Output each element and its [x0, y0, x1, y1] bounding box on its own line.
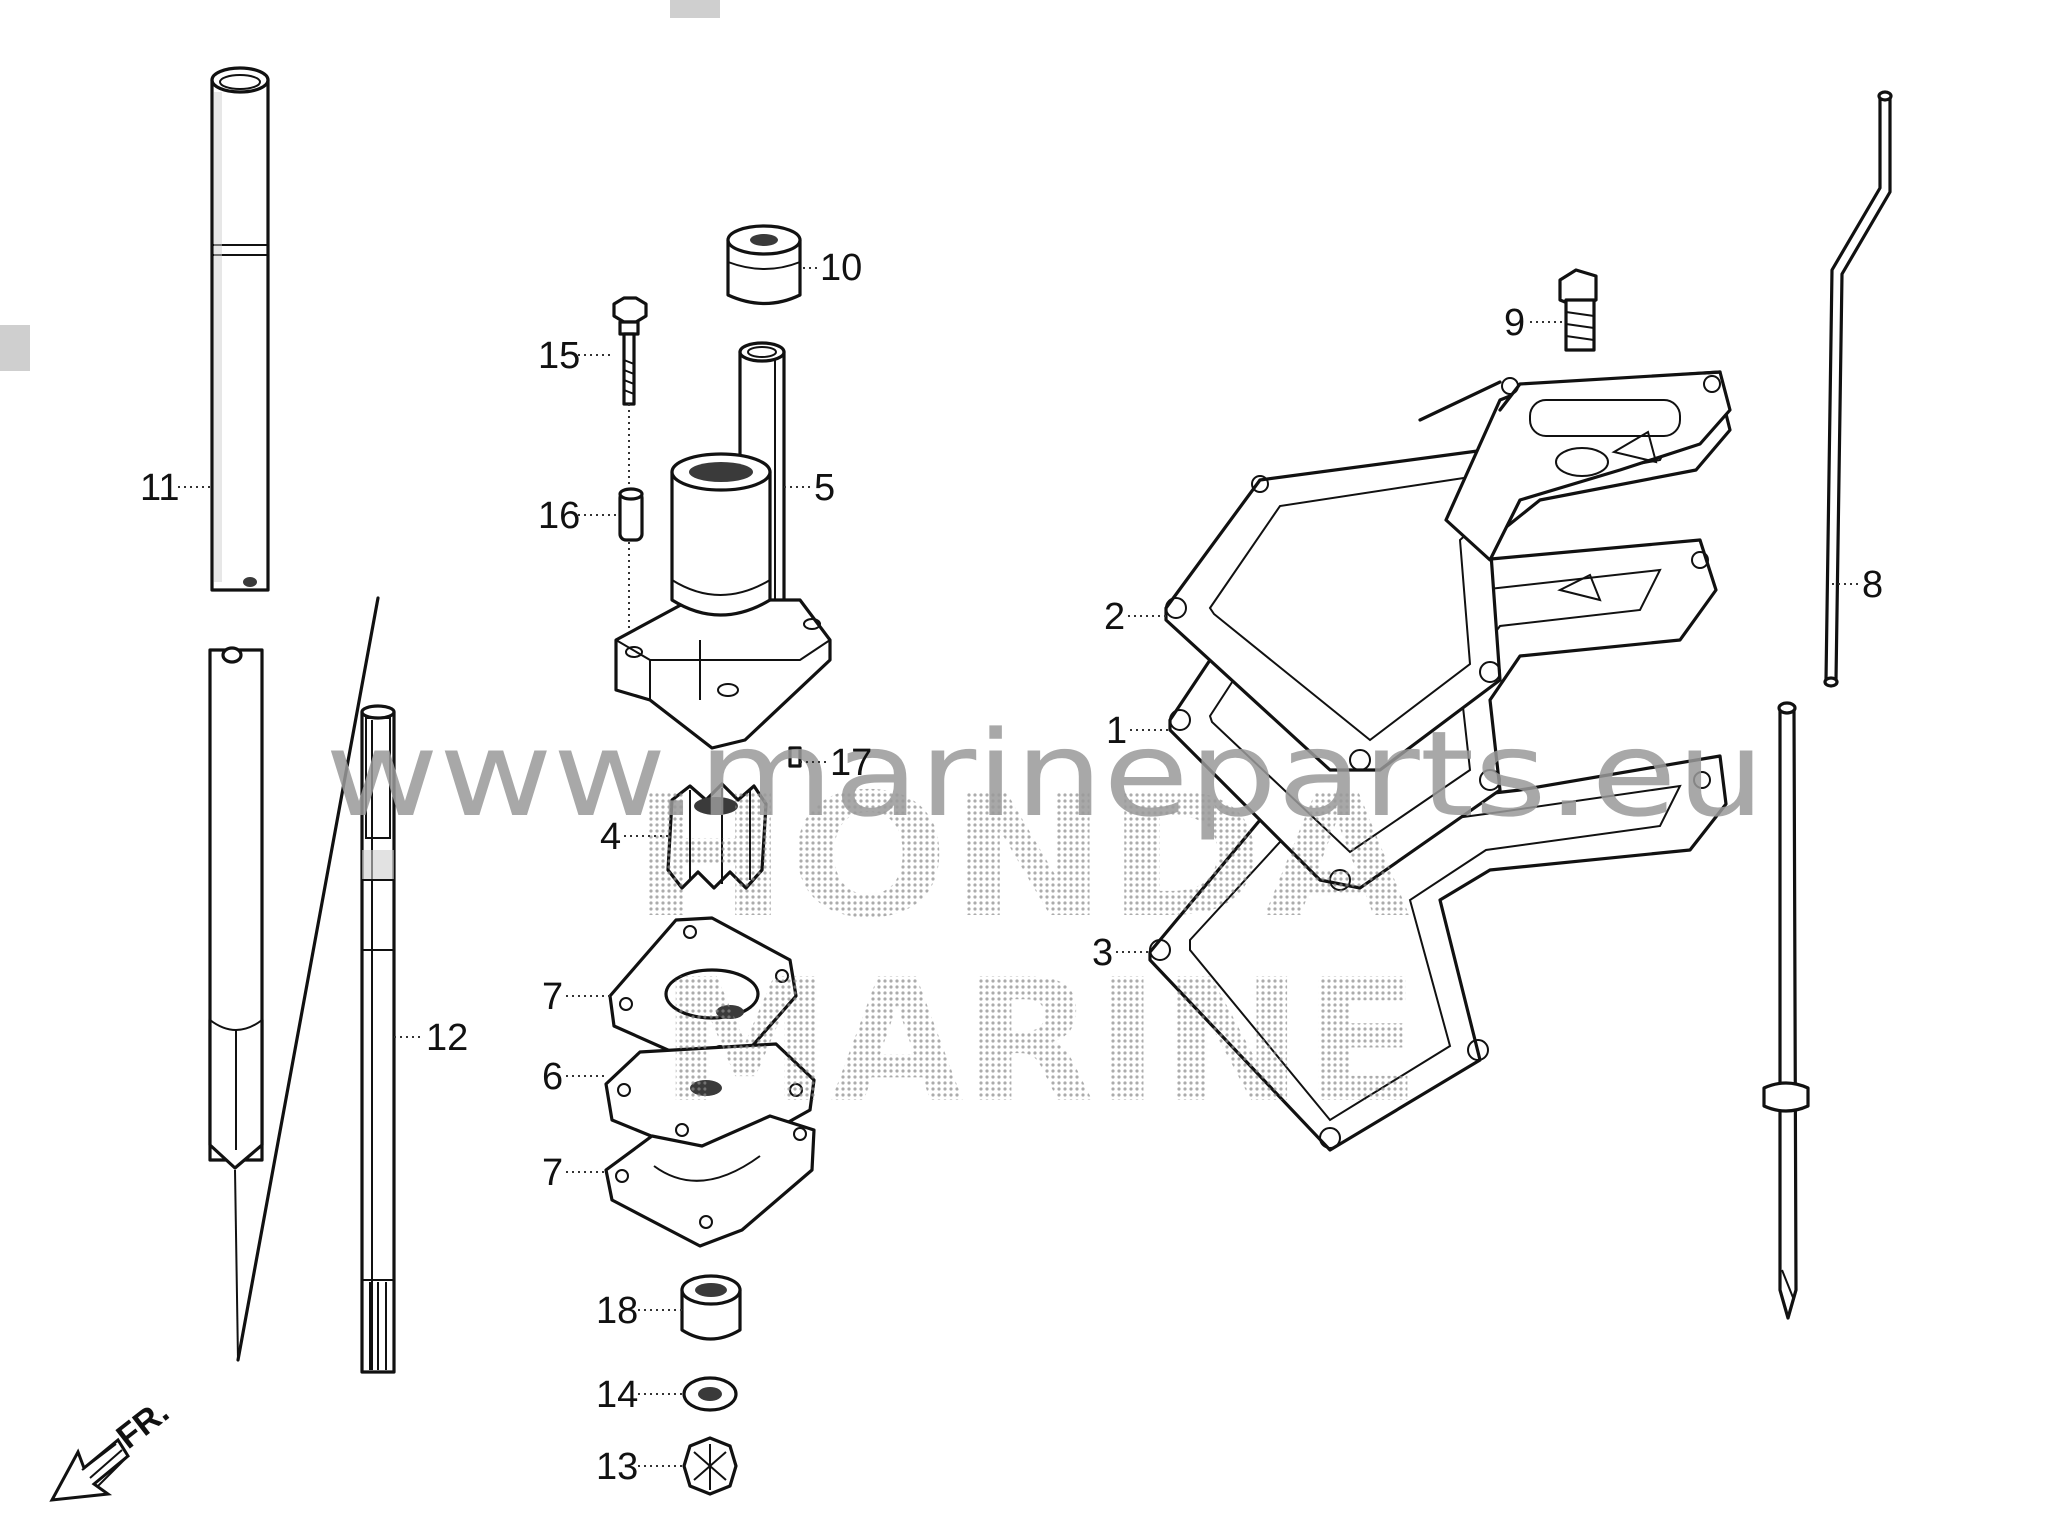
watermark-brand-line1: HONDA [630, 758, 1410, 956]
callout-7-lower[interactable]: 7 [542, 1152, 563, 1194]
callout-3[interactable]: 3 [1092, 932, 1113, 974]
part-11-tube[interactable] [208, 66, 270, 1170]
part-12-shaft[interactable] [360, 704, 396, 1374]
callout-14[interactable]: 14 [596, 1374, 638, 1416]
callout-5[interactable]: 5 [814, 467, 835, 509]
callout-2[interactable]: 2 [1104, 596, 1125, 638]
front-arrow-icon [49, 1437, 130, 1502]
part-7-upper-gasket[interactable] [608, 916, 798, 1068]
watermark-url: www.marineparts.eu [325, 705, 1765, 843]
scan-mark-left [0, 325, 30, 371]
callout-4[interactable]: 4 [600, 816, 621, 858]
part-17-key[interactable] [788, 746, 802, 768]
watermark-brand-line2: MARINE [660, 943, 1420, 1141]
exhaust-gasket-upper[interactable] [1418, 370, 1732, 562]
callout-16[interactable]: 16 [538, 495, 580, 537]
callout-10[interactable]: 10 [820, 247, 862, 289]
callout-7-upper[interactable]: 7 [542, 976, 563, 1018]
callout-9[interactable]: 9 [1504, 302, 1525, 344]
callout-11[interactable]: 11 [140, 467, 179, 509]
part-4-impeller[interactable] [666, 782, 768, 890]
part-10-grommet[interactable] [726, 224, 802, 305]
callout-12[interactable]: 12 [426, 1017, 468, 1059]
part-18-seal[interactable] [680, 1274, 742, 1341]
leader-lines [178, 267, 1858, 1467]
part-13-nut[interactable] [682, 1436, 738, 1496]
part-15-bolt[interactable] [612, 296, 648, 406]
callout-13[interactable]: 13 [596, 1446, 638, 1488]
front-direction-indicator: FR. [49, 1393, 176, 1502]
scan-mark-top [670, 0, 720, 18]
part-16-pin[interactable] [618, 487, 644, 542]
callout-1[interactable]: 1 [1106, 710, 1127, 752]
callout-8[interactable]: 8 [1862, 564, 1883, 606]
part-14-washer[interactable] [682, 1376, 738, 1412]
part-7-lower-gasket[interactable] [604, 1114, 816, 1248]
guide-line-a [234, 1169, 239, 1361]
part-8-rod[interactable] [1762, 90, 1893, 1320]
part-5-pump-housing[interactable] [614, 341, 832, 750]
part-9-plug[interactable] [1558, 268, 1598, 352]
guide-line-b [236, 596, 380, 1362]
callout-17[interactable]: 17 [830, 742, 872, 784]
callout-18[interactable]: 18 [596, 1290, 638, 1332]
callout-6[interactable]: 6 [542, 1056, 563, 1098]
callout-15[interactable]: 15 [538, 335, 580, 377]
